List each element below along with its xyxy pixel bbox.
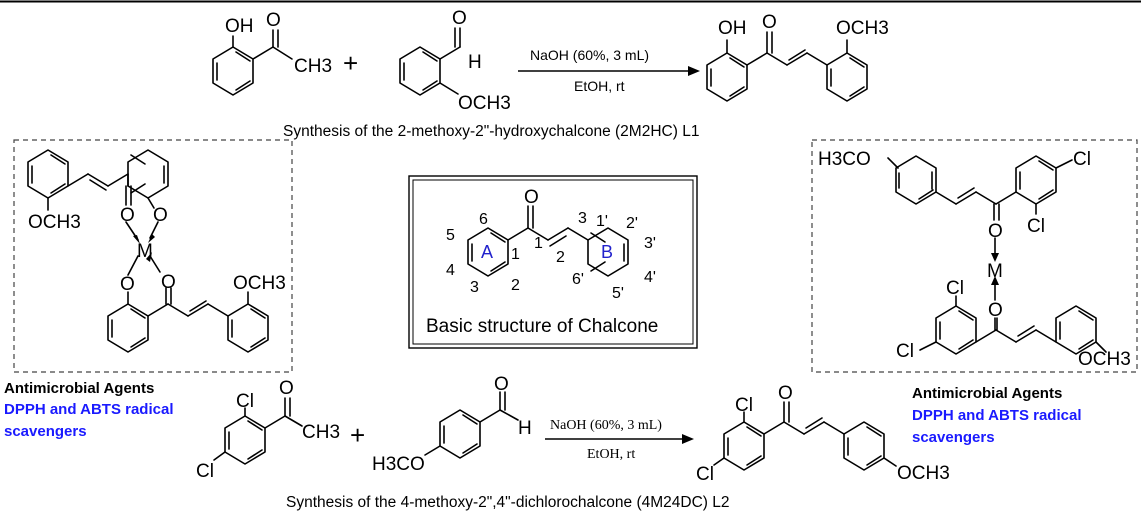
- right-label-dpph: DPPH and ABTS radical: [912, 407, 1081, 424]
- num-5: 5: [446, 227, 455, 244]
- plus-sign-bottom: +: [350, 420, 365, 450]
- label-och3: OCH3: [458, 93, 511, 114]
- num-1: 1: [511, 246, 520, 263]
- label-o-product: O: [762, 12, 777, 33]
- bottom-reaction-arrow: NaOH (60%, 3 mL) EtOH, rt: [545, 418, 694, 462]
- num-6-prime: 6': [572, 271, 584, 288]
- label-o-basic: O: [524, 187, 539, 208]
- right-dashed-box: [811, 139, 1138, 373]
- label-och3-left-top: OCH3: [28, 212, 81, 233]
- label-cl-right-bottom2: Cl: [896, 341, 914, 362]
- label-cl-r1-top: Cl: [236, 391, 254, 412]
- label-o-right-top: O: [988, 221, 1003, 242]
- label-o-r2: O: [494, 374, 509, 395]
- label-ch3-r1: CH3: [302, 422, 340, 443]
- label-o-p: O: [778, 383, 793, 404]
- label-cl-right-bottom1: Cl: [946, 278, 964, 299]
- num-3-ring: 3: [470, 279, 479, 296]
- top-product-2m2hc: OH O OCH3: [706, 12, 889, 102]
- num-4-prime: 4': [644, 269, 656, 286]
- label-ch3: CH3: [294, 56, 332, 77]
- caption-top: Synthesis of the 2-methoxy-2"-hydroxycha…: [283, 123, 699, 140]
- top-reactant-methoxybenzaldehyde: O H OCH3: [399, 8, 511, 114]
- label-h3co-r2: H3CO: [372, 454, 425, 475]
- label-oh-product: OH: [718, 18, 747, 39]
- ring-b-label: B: [601, 242, 613, 262]
- label-o-r1: O: [279, 378, 294, 399]
- plus-sign-top: +: [343, 48, 358, 78]
- right-label-antimicrobial: Antimicrobial Agents: [912, 385, 1062, 402]
- top-condition-etoh: EtOH, rt: [574, 78, 625, 94]
- label-cl-p-top: Cl: [735, 395, 753, 416]
- left-label-scavengers: scavengers: [4, 423, 87, 440]
- label-o-right-bottom: O: [988, 300, 1003, 321]
- label-o-phenol-bottom: O: [120, 274, 135, 295]
- label-cl-right-top1: Cl: [1073, 149, 1091, 170]
- label-metal-right: M: [987, 261, 1003, 282]
- center-box-inner: [412, 179, 694, 345]
- label-o-aldehyde: O: [452, 8, 467, 29]
- num-6: 6: [479, 211, 488, 228]
- label-h: H: [468, 52, 482, 73]
- num-1-carbonyl: 1: [534, 235, 543, 252]
- bottom-condition-etoh: EtOH, rt: [587, 447, 635, 462]
- label-o-phenol-top: O: [153, 205, 168, 226]
- label-cl-p-bottom: Cl: [696, 464, 714, 485]
- label-metal-left: M: [137, 241, 153, 262]
- right-metal-complex: H3CO Cl O Cl M O Cl Cl OCH3: [818, 149, 1131, 370]
- label-o-carbonyl-top: O: [120, 205, 135, 226]
- label-och3-p: OCH3: [897, 463, 950, 484]
- label-och3-right: OCH3: [1078, 349, 1131, 370]
- label-cl-right-top2: Cl: [1027, 216, 1045, 237]
- num-2: 2: [556, 249, 565, 266]
- label-h3co-right: H3CO: [818, 149, 871, 170]
- label-o-carbonyl-bottom: O: [161, 272, 176, 293]
- left-dashed-box: [13, 139, 293, 373]
- top-reaction-arrow: NaOH (60%, 3 mL) EtOH, rt: [518, 47, 700, 94]
- num-4: 4: [446, 262, 455, 279]
- top-reactant-hydroxyacetophenone: OH O CH3: [212, 10, 332, 96]
- label-h-r2: H: [518, 418, 532, 439]
- label-och3-product: OCH3: [836, 18, 889, 39]
- left-label-dpph: DPPH and ABTS radical: [4, 401, 173, 418]
- bottom-reactant-anisaldehyde: O H H3CO: [372, 374, 532, 475]
- caption-bottom: Synthesis of the 4-methoxy-2",4"-dichlor…: [286, 494, 730, 511]
- top-condition-naoh: NaOH (60%, 3 mL): [530, 47, 649, 63]
- center-box-outer: [408, 175, 698, 349]
- bottom-product-4m24dc: Cl O Cl OCH3: [696, 383, 950, 485]
- num-3-prime: 3': [644, 235, 656, 252]
- right-label-scavengers: scavengers: [912, 429, 995, 446]
- ring-a-label: A: [481, 242, 493, 262]
- chalcone-basic-structure: O 6 1 3 5 A 1 2 4 3 2 1' 2' 3' B 4' 6' 5…: [446, 187, 656, 302]
- num-2-prime: 2': [626, 215, 638, 232]
- left-label-antimicrobial: Antimicrobial Agents: [4, 380, 154, 397]
- label-o: O: [266, 10, 281, 31]
- label-och3-left-bottom: OCH3: [233, 273, 286, 294]
- left-metal-complex: OCH3 O O M O O OCH3: [27, 149, 286, 353]
- num-3: 3: [578, 210, 587, 227]
- num-1-prime: 1': [596, 213, 608, 230]
- bottom-reactant-dichloroacetophenone: Cl O CH3 Cl: [196, 378, 340, 482]
- num-5-prime: 5': [612, 285, 624, 302]
- center-caption: Basic structure of Chalcone: [426, 316, 658, 337]
- label-oh: OH: [225, 16, 254, 37]
- num-2-ring: 2: [511, 277, 520, 294]
- bottom-condition-naoh: NaOH (60%, 3 mL): [550, 418, 662, 433]
- label-cl-r1-bottom: Cl: [196, 461, 214, 482]
